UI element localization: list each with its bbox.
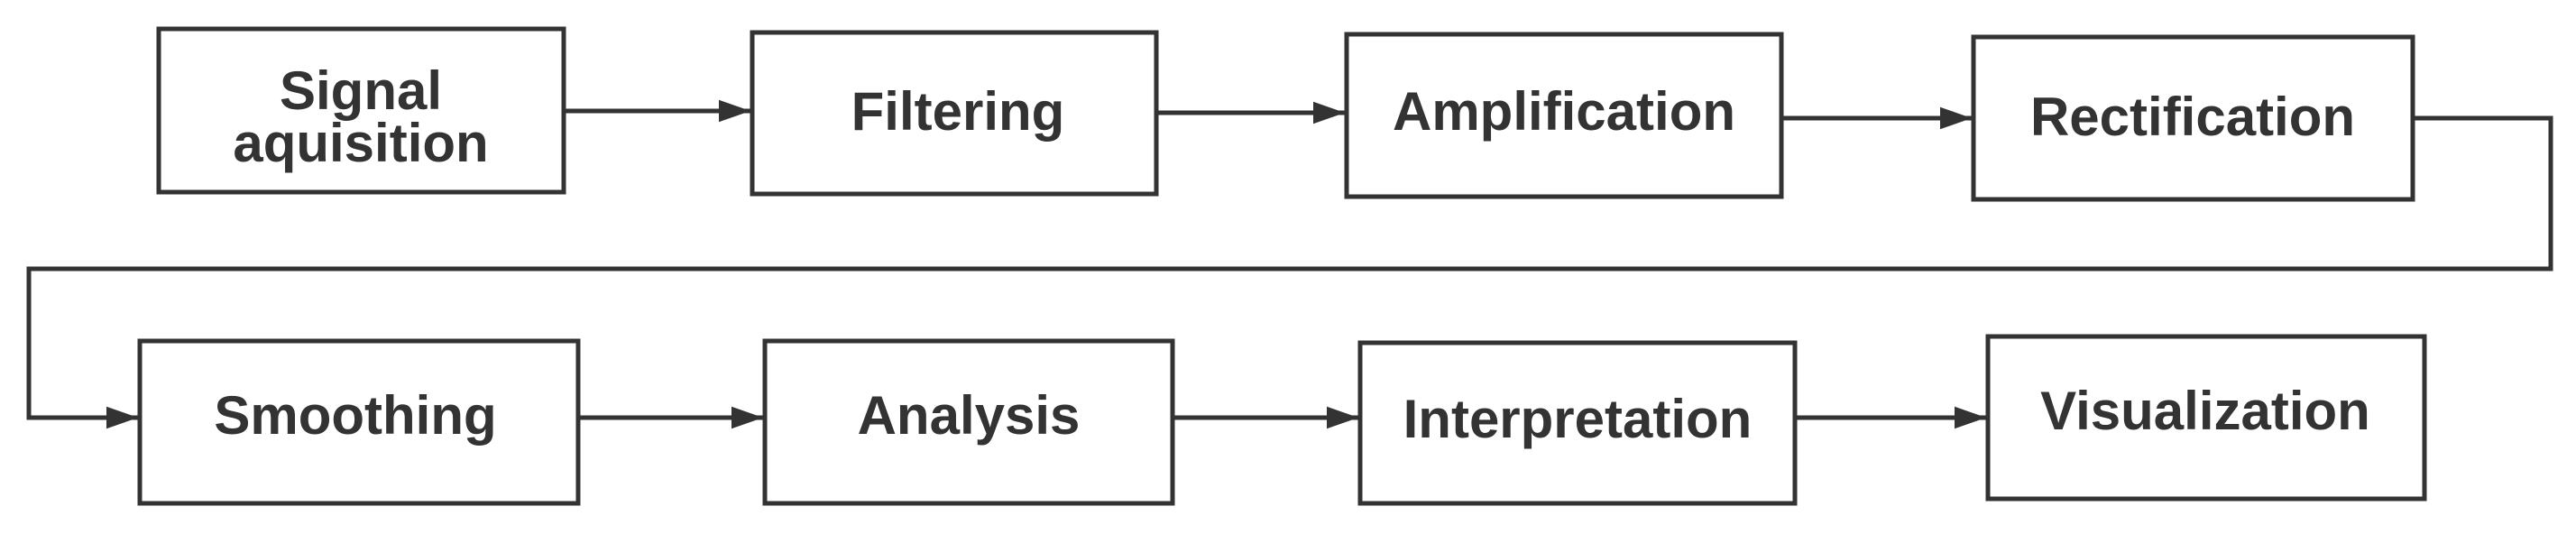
step-label: Visualization: [2040, 381, 2370, 441]
step-analysis: Analysis: [762, 338, 1175, 506]
step-smoothing: Smoothing: [137, 338, 581, 506]
step-box: [137, 338, 581, 506]
step-box: [1344, 32, 1784, 199]
step-box: [750, 30, 1159, 197]
step-box: [1357, 340, 1798, 506]
step-rectification: Rectification: [1971, 34, 2415, 202]
step-filtering: Filtering: [750, 30, 1159, 197]
step-label-line-2: aquisition: [233, 113, 488, 173]
step-interpretation: Interpretation: [1357, 340, 1798, 506]
step-box: [762, 338, 1175, 506]
step-label: Rectification: [2030, 87, 2355, 147]
step-signal-acquisition: Signal aquisition: [156, 26, 566, 195]
step-label: Interpretation: [1403, 389, 1753, 449]
step-amplification: Amplification: [1344, 32, 1784, 199]
step-label: Amplification: [1393, 81, 1735, 142]
step-box: [1985, 334, 2427, 502]
step-label: Filtering: [851, 81, 1065, 142]
step-box: [156, 26, 566, 195]
step-label-line-1: Signal: [280, 60, 442, 121]
step-box: [1971, 34, 2415, 202]
step-label: Analysis: [858, 385, 1081, 446]
connectors: [26, 99, 2553, 429]
step-label: Smoothing: [214, 385, 496, 446]
arrow-rectification-to-smoothing: [26, 115, 2553, 429]
step-visualization: Visualization: [1985, 334, 2427, 502]
